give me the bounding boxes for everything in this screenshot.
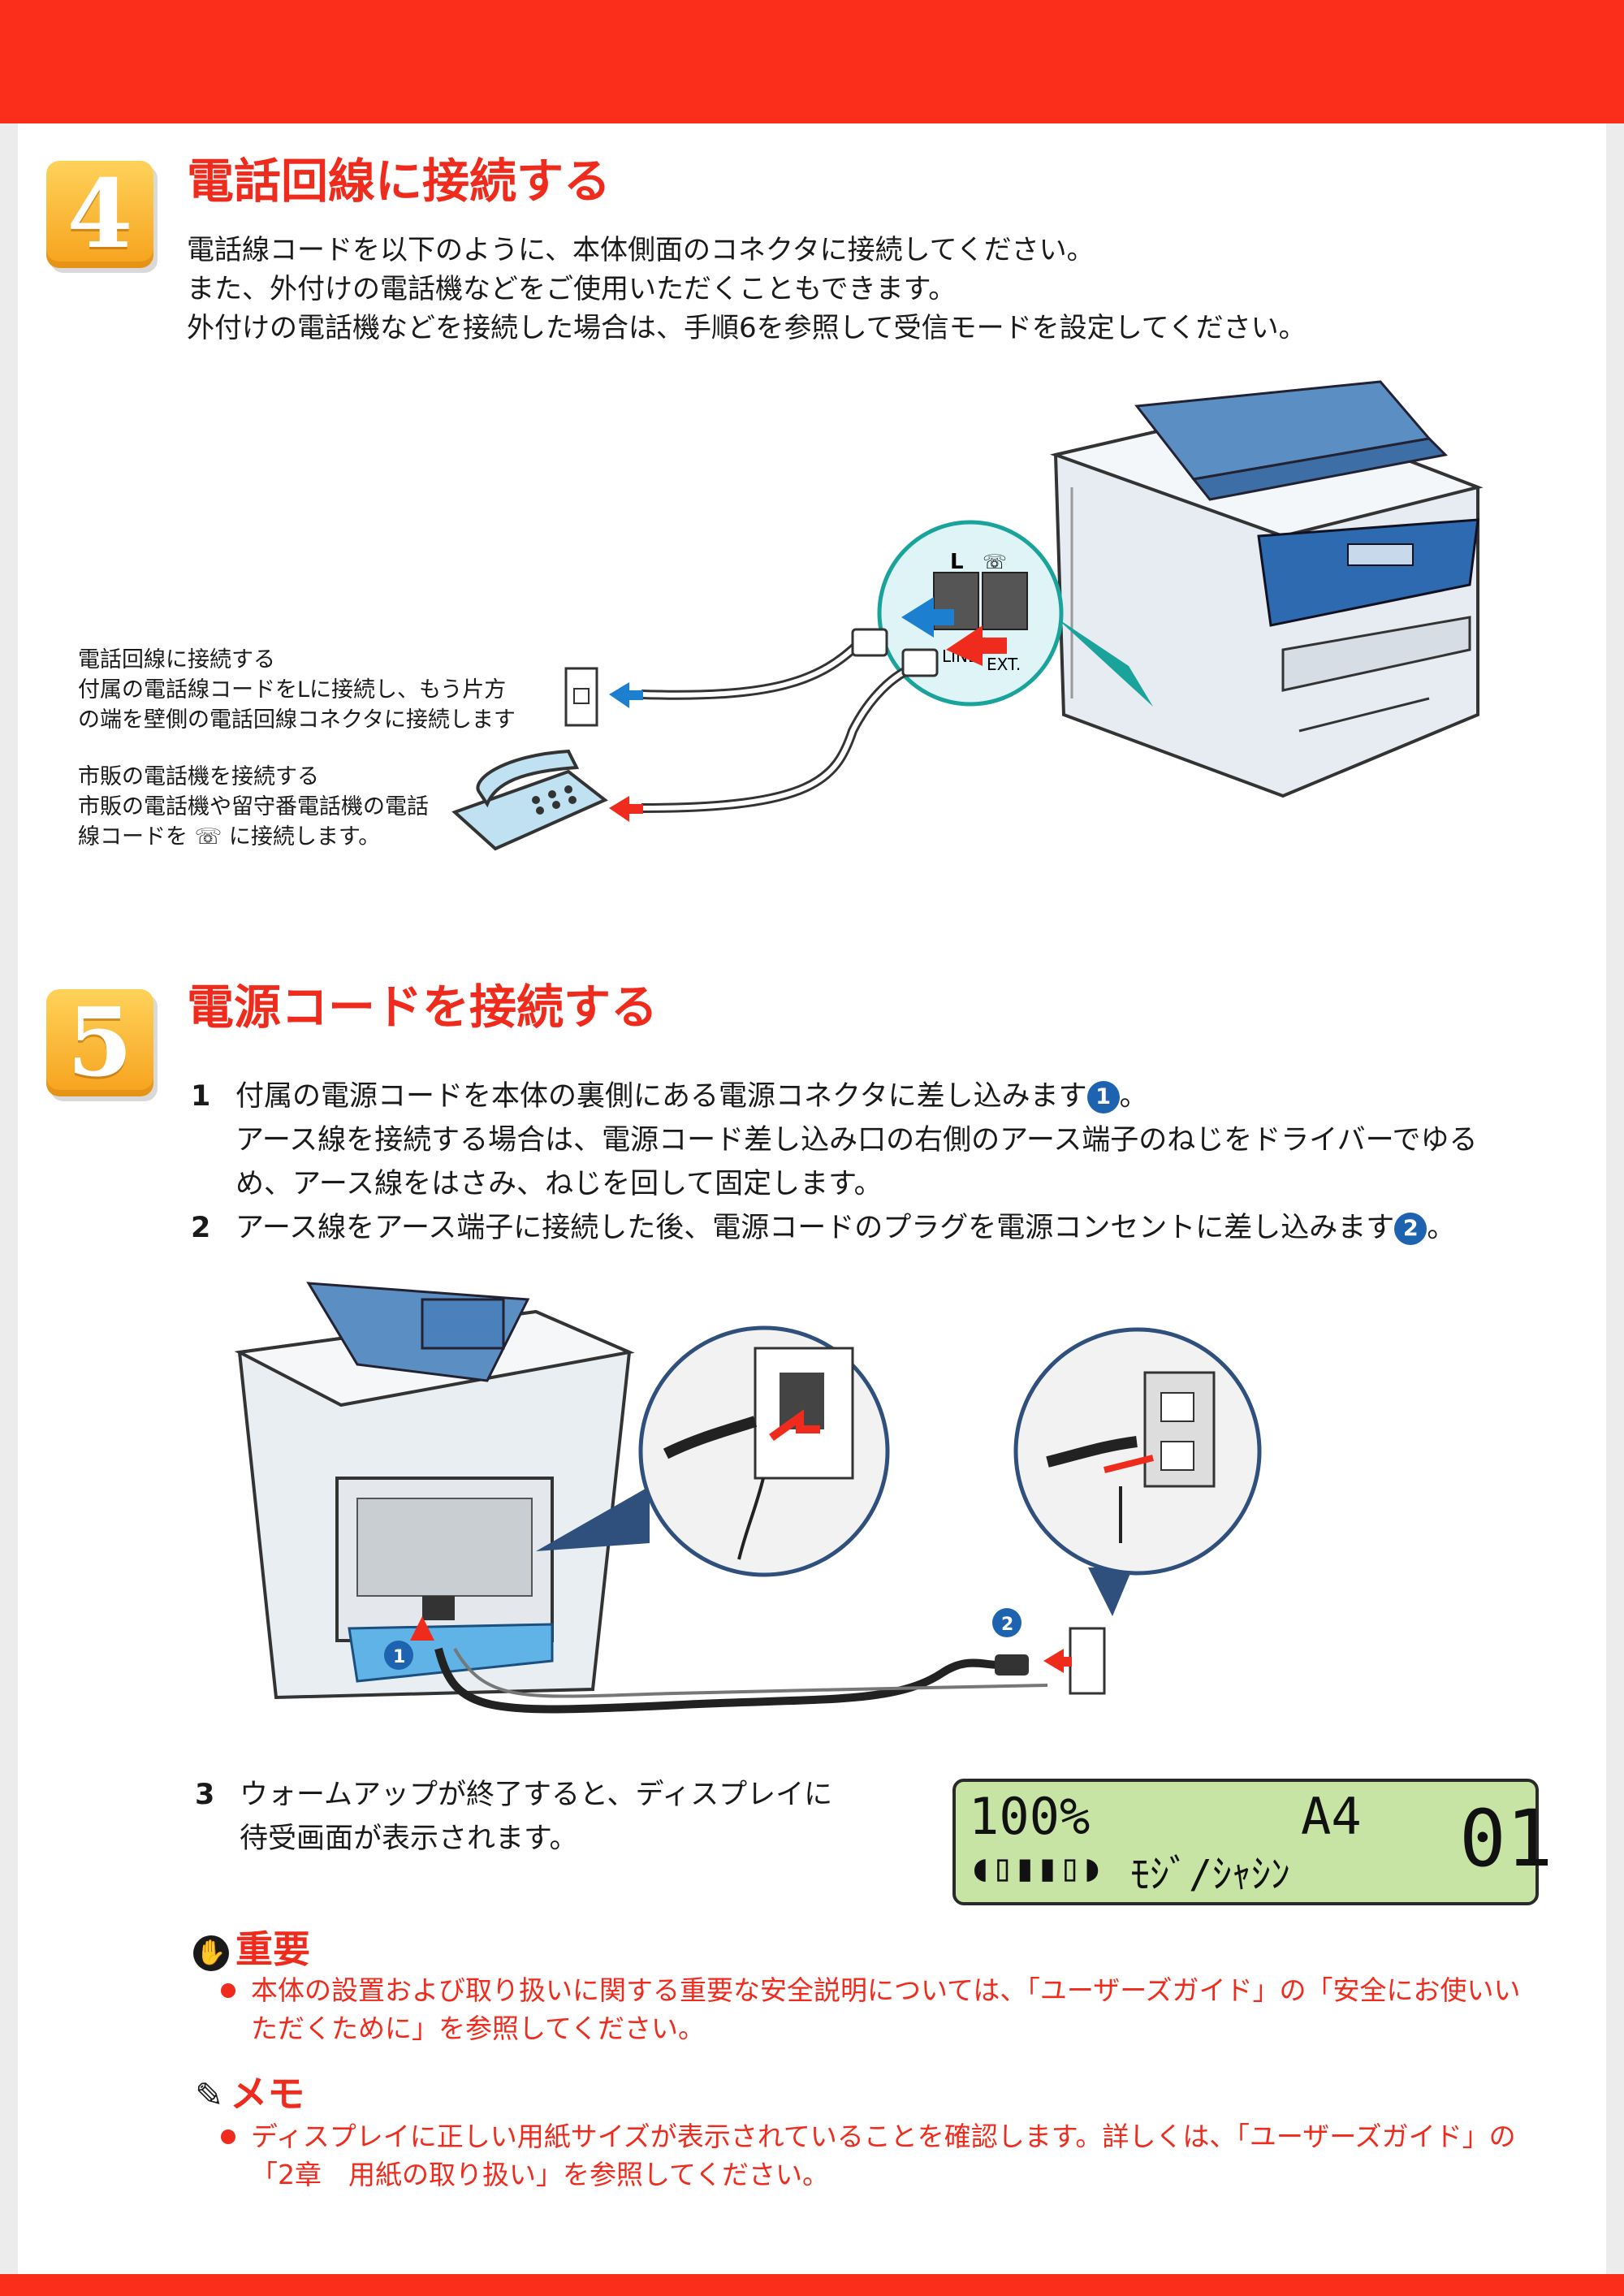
important-text-line: ただくために」を参照してください。 <box>251 2013 706 2044</box>
instruction-item-1-note: アース線を接続する場合は、電源コード差し込み口の右側のアース端子のねじをドライバ… <box>235 1124 1478 1157</box>
arrow-to-telephone <box>609 796 643 822</box>
instruction-item-3: 3 ウォームアップが終了すると、ディスプレイに 待受画面が表示されます。 <box>195 1779 833 1855</box>
caption-line: 市販の電話機や留守番電話機の電話 <box>78 794 429 819</box>
memo-heading: ✎メモ <box>195 2072 305 2116</box>
memo-text-line: 「2章 用紙の取り扱い」を参照してください。 <box>251 2159 830 2190</box>
step-4-intro: 電話線コードを以下のように、本体側面のコネクタに接続してください。 また、外付け… <box>187 231 1307 348</box>
bottom-color-band <box>0 2274 1624 2296</box>
step-4-title: 電話回線に接続する <box>187 153 611 209</box>
instruction-item-2: 2 アース線をアース端子に接続した後、電源コードのプラグを電源コンセントに差し込… <box>191 1212 1456 1245</box>
important-text-line: 本体の設置および取り扱いに関する重要な安全説明については、「ユーザーズガイド」の… <box>251 1974 1521 2006</box>
step-4-intro-line: また、外付けの電話機などをご使用いただくこともできます。 <box>187 273 957 305</box>
lcd-mode-label: ﾓｼﾞ/ｼｬｼﾝ <box>1130 1852 1290 1897</box>
step-5-title: 電源コードを接続する <box>187 979 659 1035</box>
caption-line: 電話回線に接続する <box>78 647 275 672</box>
instruction-item-1-note: め、アース線をはさみ、ねじを回して固定します。 <box>235 1168 883 1200</box>
diagram-mark-1: 1 <box>393 1647 405 1667</box>
port-label-l: L <box>950 550 964 574</box>
step-4-intro-line: 電話線コードを以下のように、本体側面のコネクタに接続してください。 <box>187 234 1095 266</box>
important-text: 本体の設置および取り扱いに関する重要な安全説明については、「ユーザーズガイド」の… <box>251 1971 1521 2047</box>
caption-line: 付属の電話線コードをLに接続し、もう片方 <box>78 677 507 703</box>
lcd-zoom-percent: 100% <box>969 1787 1091 1846</box>
memo-bullet <box>221 2130 235 2144</box>
caption-connect-phone: 市販の電話機を接続する 市販の電話機や留守番電話機の電話 線コードを ☏ に接続… <box>78 762 429 852</box>
hand-stop-icon: ✋ <box>193 1935 229 1971</box>
printer-illustration <box>1049 380 1484 798</box>
pencil-icon: ✎ <box>195 2075 224 2115</box>
standby-display: 100% A4 01 ◖▯▮▮▯◗ ﾓｼﾞ/ｼｬｼﾝ <box>952 1779 1553 1905</box>
caption-connect-line: 電話回線に接続する 付属の電話線コードをLに接続し、もう片方 の端を壁側の電話回… <box>78 645 516 735</box>
mark-1-icon: 1 <box>1086 1081 1120 1113</box>
arrow-into-ext-port <box>946 625 1007 666</box>
mark-2-icon: 2 <box>1394 1213 1427 1245</box>
diagram-mark-2: 2 <box>1001 1615 1013 1635</box>
caption-line: の端を壁側の電話回線コネクタに接続します <box>78 707 516 733</box>
step-5-badge: 5 <box>46 989 153 1096</box>
phone-line-connection-diagram: L ☏ LINE EXT. <box>451 380 1484 851</box>
top-color-band <box>0 0 1624 123</box>
power-cord-connection-diagram: 1 2 <box>234 1282 1262 1714</box>
wall-outlet-icon <box>1069 1627 1106 1695</box>
important-bullet <box>221 1983 235 1998</box>
printer-rear-illustration <box>234 1282 635 1700</box>
lcd-paper-size: A4 <box>1301 1787 1362 1846</box>
arrow-into-line-port <box>901 597 954 638</box>
arrow-to-wall-jack <box>609 682 643 708</box>
outlet-zoom-circle <box>1013 1327 1262 1576</box>
telephone-port-icon: ☏ <box>983 551 1007 573</box>
step-4-badge: 4 <box>46 161 153 268</box>
memo-text-line: ディスプレイに正しい用紙サイズが表示されていることを確認します。詳しくは、「ユー… <box>251 2121 1516 2152</box>
caption-line: 市販の電話機を接続する <box>78 764 319 789</box>
important-heading: ✋重要 <box>193 1920 310 1974</box>
lcd-copy-count: 01 <box>1459 1793 1553 1884</box>
port-label-ext: EXT. <box>987 655 1021 674</box>
step-4-intro-line: 外付けの電話機などを接続した場合は、手順6を参照して受信モードを設定してください… <box>187 312 1307 344</box>
caption-line: 線コードを ☏ に接続します。 <box>78 824 381 850</box>
lcd-toner-gauge-icon: ◖▯▮▮▯◗ <box>969 1845 1104 1889</box>
wall-jack-icon <box>564 667 598 727</box>
telephone-icon <box>451 749 608 851</box>
memo-text: ディスプレイに正しい用紙サイズが表示されていることを確認します。詳しくは、「ユー… <box>251 2117 1516 2194</box>
